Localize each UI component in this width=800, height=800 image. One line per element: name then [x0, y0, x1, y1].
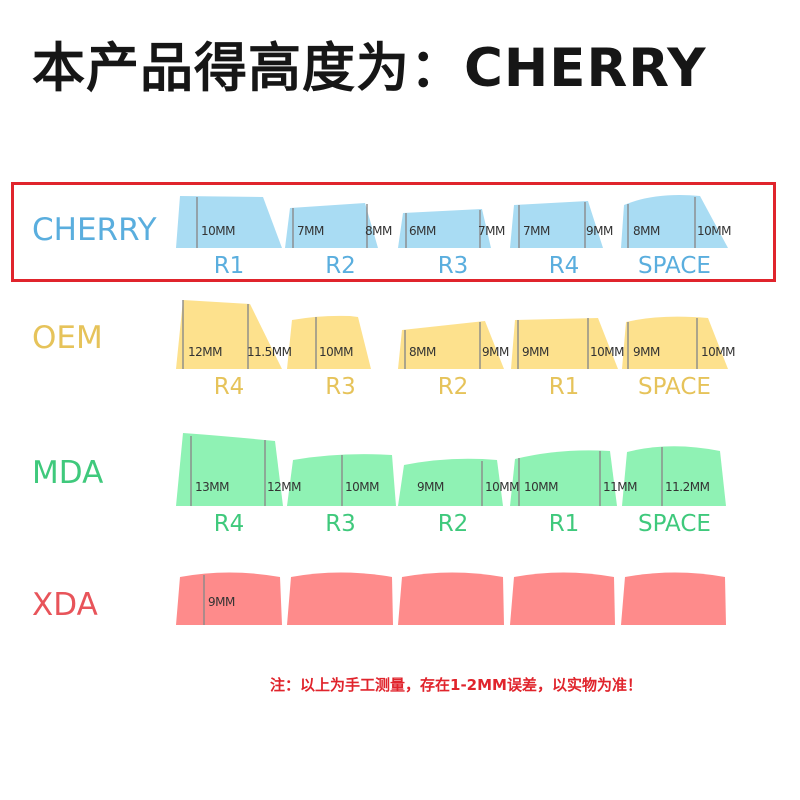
mda-height-label: 10MM: [345, 480, 379, 494]
cherry-height-label: 7MM: [478, 224, 505, 238]
mda-height-label: 11.2MM: [665, 480, 710, 494]
oem-keycap-1: [176, 300, 282, 369]
oem-keycap-4: [511, 318, 618, 369]
cherry-keycap-2: [285, 203, 378, 248]
cherry-keycap-5: [621, 195, 728, 248]
oem-keycap-3: [398, 321, 504, 369]
mda-row-label: R2: [438, 511, 469, 537]
profile-label-oem: OEM: [32, 320, 103, 356]
mda-height-label: 10MM: [524, 480, 558, 494]
xda-height-label: 9MM: [208, 595, 235, 609]
xda-keycap-1: [176, 572, 282, 625]
oem-row-label: R4: [214, 374, 245, 400]
mda-row-label: R1: [549, 511, 580, 537]
oem-height-label: 8MM: [409, 345, 436, 359]
oem-keycap-5: [622, 316, 728, 369]
mda-height-label: 10MM: [485, 480, 519, 494]
profile-label-cherry: CHERRY: [32, 212, 157, 248]
mda-keycap-5: [622, 446, 726, 506]
cherry-height-label: 9MM: [586, 224, 613, 238]
cherry-height-label: 6MM: [409, 224, 436, 238]
mda-row-label: SPACE: [638, 511, 711, 537]
cherry-row-label: R1: [214, 253, 245, 279]
cherry-keycap-3: [398, 209, 491, 248]
mda-height-label: 9MM: [417, 480, 444, 494]
cherry-row-label: R2: [325, 253, 356, 279]
page-title: 本产品得高度为：CHERRY: [32, 38, 707, 99]
xda-keycap-2: [287, 572, 393, 625]
oem-keycap-2: [287, 315, 371, 369]
oem-height-label: 9MM: [633, 345, 660, 359]
mda-row-label: R3: [325, 511, 356, 537]
cherry-height-label: 10MM: [201, 224, 235, 238]
cherry-height-label: 10MM: [697, 224, 731, 238]
cherry-height-label: 8MM: [365, 224, 392, 238]
oem-height-label: 10MM: [319, 345, 353, 359]
cherry-row-label: R3: [438, 253, 469, 279]
oem-row-label: SPACE: [638, 374, 711, 400]
mda-keycap-4: [510, 450, 617, 506]
cherry-highlight-box: [11, 182, 776, 282]
mda-row-label: R4: [214, 511, 245, 537]
cherry-height-label: 8MM: [633, 224, 660, 238]
xda-keycap-4: [510, 572, 615, 625]
mda-keycap-3: [398, 458, 503, 506]
oem-height-label: 10MM: [590, 345, 624, 359]
cherry-keycap-1: [176, 196, 282, 248]
mda-height-label: 13MM: [195, 480, 229, 494]
mda-keycap-1: [176, 433, 283, 506]
oem-row-label: R3: [325, 374, 356, 400]
cherry-row-label: R4: [549, 253, 580, 279]
oem-height-label: 10MM: [701, 345, 735, 359]
profile-label-xda: XDA: [32, 587, 98, 623]
oem-row-label: R1: [549, 374, 580, 400]
oem-height-label: 12MM: [188, 345, 222, 359]
mda-height-label: 11MM: [603, 480, 637, 494]
cherry-row-label: SPACE: [638, 253, 711, 279]
xda-keycap-3: [398, 572, 504, 625]
xda-keycap-5: [621, 572, 726, 625]
oem-height-label: 11.5MM: [247, 345, 292, 359]
mda-height-label: 12MM: [267, 480, 301, 494]
cherry-height-label: 7MM: [523, 224, 550, 238]
profile-label-mda: MDA: [32, 455, 104, 491]
oem-row-label: R2: [438, 374, 469, 400]
oem-height-label: 9MM: [522, 345, 549, 359]
measurement-note: 注：以上为手工测量，存在1-2MM误差，以实物为准！: [270, 676, 642, 694]
cherry-height-label: 7MM: [297, 224, 324, 238]
cherry-keycap-4: [510, 201, 603, 248]
oem-height-label: 9MM: [482, 345, 509, 359]
